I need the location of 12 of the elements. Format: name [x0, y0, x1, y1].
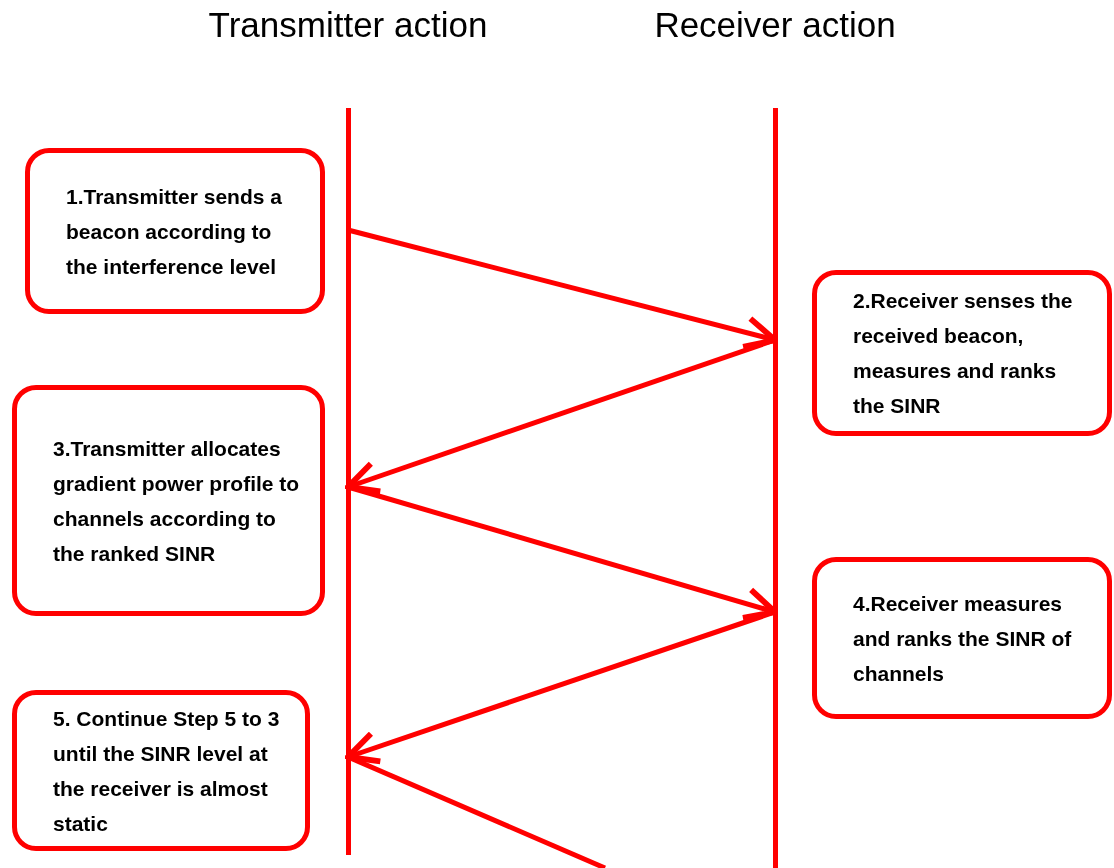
- step-box: [812, 270, 1112, 436]
- step-text: 2.Receiver senses the received beacon, measures and ranks the SINR: [853, 288, 1074, 419]
- step-box: [812, 557, 1112, 719]
- step-text: 1.Transmitter sends a beacon according to the interference level: [66, 183, 283, 280]
- step-box: [12, 690, 310, 851]
- step-box: [12, 385, 325, 616]
- lifeline-heading: Transmitter action: [207, 4, 489, 46]
- step-box: [25, 148, 325, 314]
- lifeline-heading: Receiver action: [653, 4, 897, 46]
- step-text: 4.Receiver measures and ranks the SINR of channels: [853, 590, 1073, 687]
- step-text: 3.Transmitter allocates gradient power profile to channels according to the ranked SINR: [53, 435, 301, 567]
- step-text: 5. Continue Step 5 to 3 until the SINR level at the receiver is almost static: [53, 705, 281, 837]
